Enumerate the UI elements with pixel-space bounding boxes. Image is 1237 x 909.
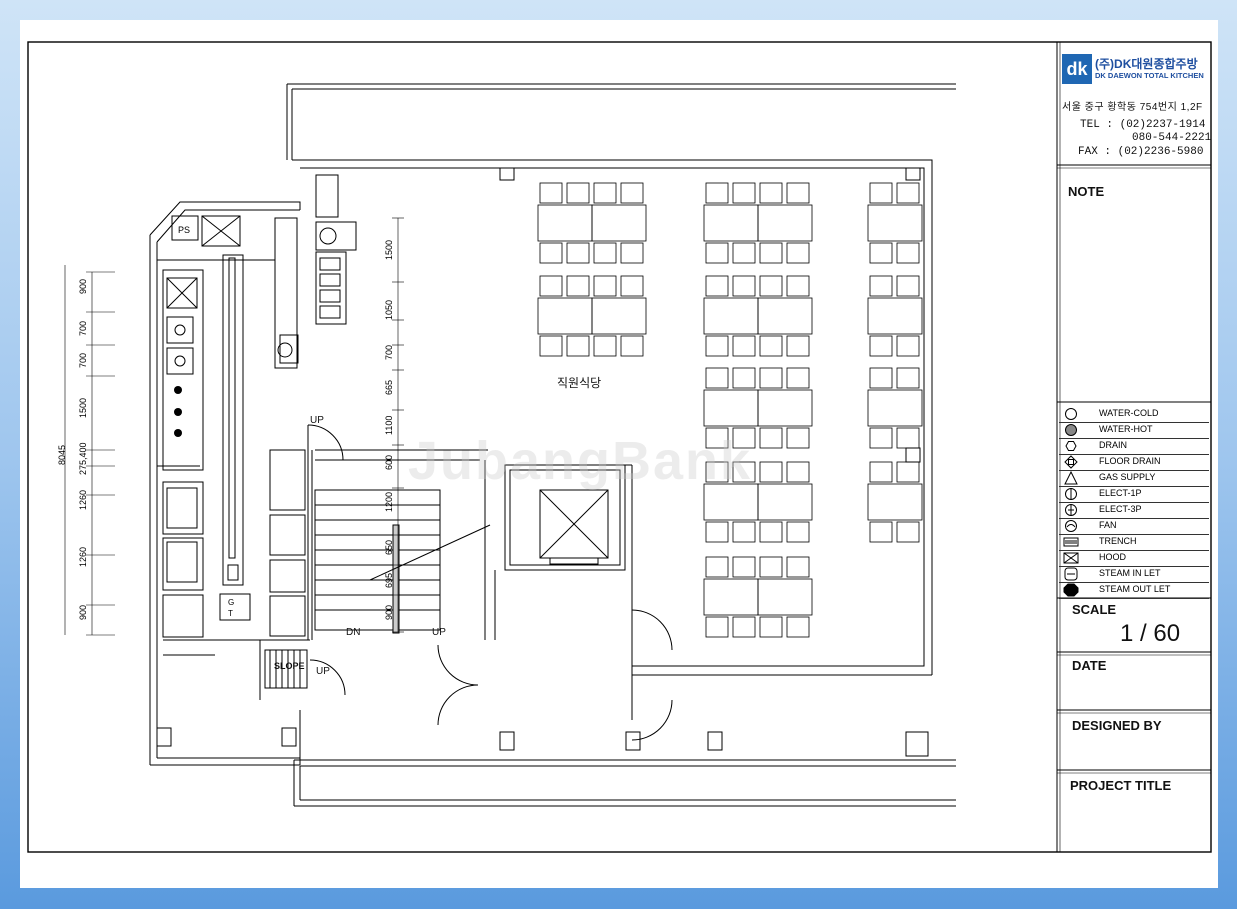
company-tel: TEL : (02)2237-1914 [1080,119,1206,131]
dining-tables [537,182,923,638]
legend-label: DRAIN [1099,440,1128,450]
legend-label: FAN [1099,520,1117,530]
legend-row: STEAM OUT LET [1059,582,1209,599]
dimension-label: 1260 [78,489,88,510]
dimension-label: 700 [384,344,394,360]
water-cold-icon [1063,407,1079,420]
steam-outlet-icon [1063,583,1079,597]
company-logo: dk [1062,54,1092,84]
dimension-label: 695 [384,572,394,588]
floor-drain-icon [1063,455,1079,469]
company-name-en: DK DAEWON TOTAL KITCHEN [1095,71,1204,80]
scale-label: SCALE [1072,602,1117,617]
up-label-1: UP [310,415,324,426]
scale-value: 1 / 60 [1120,620,1181,647]
floor-plan: G T PS [27,41,1212,853]
dimension-label: 1500 [384,239,394,260]
legend-label: GAS SUPPLY [1099,472,1156,482]
elect-3p-icon [1063,503,1079,516]
dimension-label: 700 [78,320,88,336]
dimension-label: 1100 [384,415,394,435]
legend-label: STEAM OUT LET [1099,584,1171,594]
trench-icon [1063,535,1079,548]
project-title-label: PROJECT TITLE [1070,778,1172,793]
legend-label: ELECT-1P [1099,488,1142,498]
legend-label: WATER-COLD [1099,408,1159,418]
svg-text:PS: PS [178,225,190,235]
dimension-label: 275,400 [78,442,88,475]
dn-label: DN [346,627,361,638]
watermark: JubangBank [408,431,753,491]
up-label-3: UP [432,627,446,638]
note-label: NOTE [1068,184,1105,199]
fan-icon [1063,519,1079,532]
legend-row: STEAM IN LET [1059,566,1209,583]
hood-icon [1063,551,1079,564]
legend-label: HOOD [1099,552,1126,562]
dimension-label: 650 [384,539,394,555]
legend-row: ELECT-1P [1059,486,1209,503]
room-label: 직원식당 [557,376,602,390]
legend-row: DRAIN [1059,438,1209,455]
company-address: 서울 중구 황학동 754번지 1,2F [1062,102,1203,113]
legend-label: ELECT-3P [1099,504,1142,514]
company-fax: FAX : (02)2236-5980 [1078,146,1204,158]
dimension-label: 1260 [78,546,88,567]
drain-icon [1063,439,1079,452]
legend-row: WATER-COLD [1059,406,1209,423]
legend-label: WATER-HOT [1099,424,1153,434]
company-name-ko: (주)DK대원종합주방 [1095,57,1198,71]
gas-supply-icon [1063,470,1079,485]
water-hot-icon [1063,423,1079,436]
steam-inlet-icon [1063,567,1079,581]
svg-text:G: G [228,598,234,607]
dimension-label: 900 [78,278,88,294]
legend-row: TRENCH [1059,534,1209,551]
svg-text:T: T [228,609,233,618]
legend-row: WATER-HOT [1059,422,1209,439]
dimension-label: 665 [384,379,394,395]
legend-label: STEAM IN LET [1099,568,1161,578]
date-label: DATE [1072,658,1107,673]
dimension-label: 1500 [78,397,88,418]
dimension-label: 700 [78,352,88,368]
legend-row: FLOOR DRAIN [1059,454,1209,471]
dimension-label: 600 [384,454,394,470]
legend-row: GAS SUPPLY [1059,470,1209,487]
elect-1p-icon [1063,487,1079,500]
dimension-label: 1200 [384,491,394,512]
company-tel-2: 080-544-2221 [1132,132,1212,144]
dimension-label: 900 [384,604,394,620]
legend-row: FAN [1059,518,1209,535]
legend-label: FLOOR DRAIN [1099,456,1161,466]
legend-row: ELECT-3P [1059,502,1209,519]
slope-label: SLOPE [274,661,305,671]
up-label-2: UP [316,666,330,677]
legend-label: TRENCH [1099,536,1137,546]
designed-by-label: DESIGNED BY [1072,718,1162,733]
legend-row: HOOD [1059,550,1209,567]
dimension-label: 1050 [384,299,394,320]
drawing-sheet: G T PS [20,20,1218,888]
dimension-label: 900 [78,604,88,620]
total-dimension: 8045 [57,444,67,465]
